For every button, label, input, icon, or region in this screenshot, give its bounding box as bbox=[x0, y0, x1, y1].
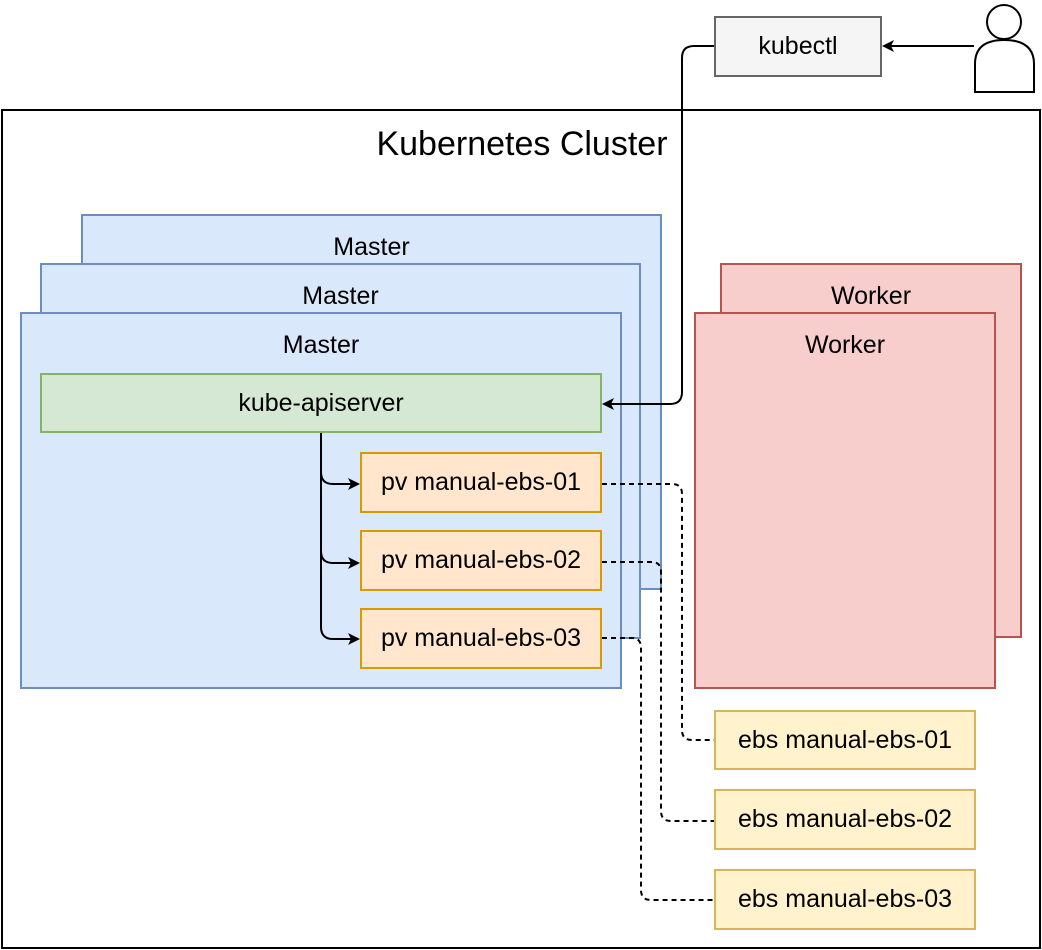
ebs-volume-box: ebs manual-ebs-02 bbox=[714, 789, 976, 850]
worker-label: Worker bbox=[830, 282, 912, 310]
worker-node-front: Worker bbox=[694, 312, 996, 689]
worker-label: Worker bbox=[804, 331, 886, 359]
kube-apiserver-box: kube-apiserver bbox=[40, 373, 602, 433]
apiserver-to-pv3-arrow bbox=[320, 550, 360, 645]
pv3-to-ebs3-link bbox=[602, 637, 714, 901]
pv-box: pv manual-ebs-02 bbox=[360, 530, 602, 591]
pv2-to-ebs2-link bbox=[602, 561, 714, 822]
cluster-title: Kubernetes Cluster bbox=[376, 125, 668, 163]
pv-box: pv manual-ebs-01 bbox=[360, 452, 602, 513]
kubernetes-cluster bbox=[1, 109, 1041, 949]
ebs-volume-box: ebs manual-ebs-01 bbox=[714, 710, 976, 770]
kubectl-to-apiserver-arrow bbox=[602, 45, 714, 410]
ebs-volume-box: ebs manual-ebs-03 bbox=[714, 869, 976, 930]
pv1-to-ebs1-link bbox=[602, 483, 714, 741]
kubectl-box: kubectl bbox=[714, 16, 882, 77]
user-icon bbox=[974, 4, 1035, 93]
apiserver-to-pv1-arrow bbox=[320, 433, 360, 490]
master-label: Master bbox=[333, 233, 410, 261]
master-label: Master bbox=[282, 331, 360, 359]
master-label: Master bbox=[302, 282, 379, 310]
pv-box: pv manual-ebs-03 bbox=[360, 608, 602, 669]
